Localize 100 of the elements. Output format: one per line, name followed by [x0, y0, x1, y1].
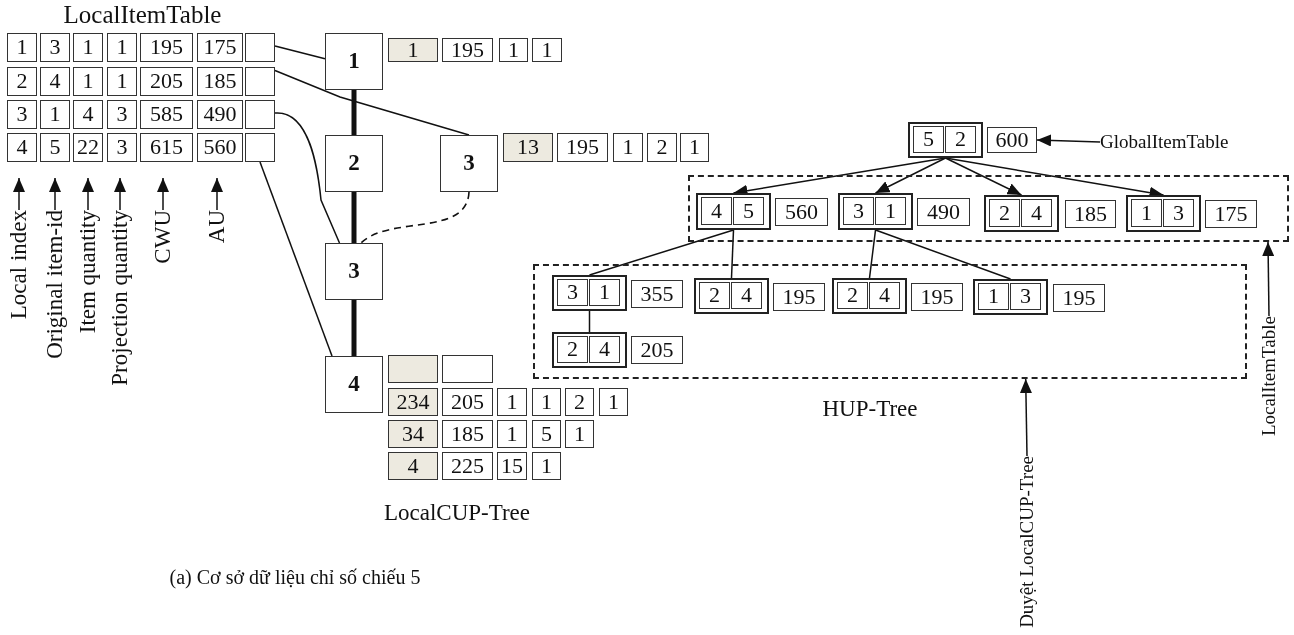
connector-line [351, 192, 357, 243]
table-cell: 4 [40, 67, 70, 96]
value-cell: 1 [497, 388, 527, 416]
table-cell: 490 [197, 100, 243, 129]
value-cell: 1 [599, 388, 628, 416]
table-cell: 1 [107, 67, 137, 96]
table-cell: 1 [73, 67, 103, 96]
item-cell: 3 [557, 279, 588, 306]
rotated-label: CWU [149, 210, 177, 264]
arrow [1019, 378, 1032, 457]
item-cell: 3 [1010, 283, 1041, 310]
item-cell: 4 [589, 336, 620, 363]
rotated-label: Local index [5, 210, 33, 320]
tree-node: 2 [325, 135, 383, 192]
item-cell: 4 [869, 282, 900, 309]
item-pair-box [984, 195, 1059, 232]
table-cell: 3 [107, 100, 137, 129]
item-pair-box [908, 122, 983, 158]
item-cell: 1 [978, 283, 1009, 310]
tree-node: 3 [440, 135, 498, 192]
connector-line [274, 69, 470, 136]
item-cell: 1 [1131, 199, 1162, 227]
item-cell: 2 [557, 336, 588, 363]
value-cell: 600 [987, 127, 1037, 153]
value-cell: 195 [557, 133, 608, 162]
connector-line [351, 90, 357, 135]
connector-line [588, 229, 735, 276]
item-cell: 2 [945, 126, 976, 153]
item-cell: 4 [1021, 199, 1052, 227]
table-title: LocalItemTable [62, 1, 223, 29]
value-cell: 15 [497, 452, 527, 480]
table-cell: 1 [7, 33, 37, 62]
tree-node: 4 [325, 356, 383, 413]
item-cell: 5 [733, 197, 764, 225]
item-cell: 3 [1163, 199, 1194, 227]
value-cell: 1 [388, 38, 438, 62]
value-cell: 195 [1053, 284, 1105, 312]
table-cell: 3 [40, 33, 70, 62]
item-pair-box [1126, 195, 1201, 232]
value-cell: 34 [388, 420, 438, 448]
value-cell: 1 [532, 388, 561, 416]
arrow [1262, 241, 1275, 317]
arrow [114, 177, 126, 211]
value-cell: 2 [565, 388, 594, 416]
table-cell: 4 [7, 133, 37, 162]
value-cell: 205 [631, 336, 683, 364]
table-cell: 5 [40, 133, 70, 162]
tree-node: 3 [325, 243, 383, 300]
table-cell: 195 [140, 33, 193, 62]
table-cell: 22 [73, 133, 103, 162]
value-cell: 2 [647, 133, 677, 162]
rotated-label: Original item-id [41, 210, 69, 359]
value-cell: 185 [442, 420, 493, 448]
table-cell: 3 [7, 100, 37, 129]
arrow [944, 157, 1023, 196]
tree-node: 1 [325, 33, 383, 90]
value-cell: 185 [1065, 200, 1116, 228]
rotated-label: Duyệt LocalCUP-Tree [1016, 456, 1038, 628]
value-cell: 13 [503, 133, 553, 162]
rotated-label: Item quantity [74, 210, 102, 334]
table-cell: 205 [140, 67, 193, 96]
rotated-label: Projection quantity [106, 210, 134, 386]
item-pair-box [696, 193, 771, 230]
arrow [82, 177, 94, 211]
item-pair-box [838, 193, 913, 230]
item-pair-box [552, 332, 627, 368]
table-cell: 185 [197, 67, 243, 96]
table-cell: 2 [7, 67, 37, 96]
arrow [13, 177, 25, 211]
rotated-label: AU [203, 210, 231, 244]
item-cell: 2 [837, 282, 868, 309]
value-cell: 195 [911, 283, 963, 311]
table-cell: 560 [197, 133, 243, 162]
dashed-group-box [688, 175, 1289, 242]
item-cell: 1 [589, 279, 620, 306]
value-cell: 5 [532, 420, 561, 448]
value-cell: 1 [565, 420, 594, 448]
table-cell: 1 [40, 100, 70, 129]
value-cell: 560 [775, 198, 828, 226]
arrow [1036, 134, 1101, 147]
value-cell: 1 [613, 133, 643, 162]
table-cell: 1 [73, 33, 103, 62]
value-cell: 1 [680, 133, 709, 162]
dashed-group-box [533, 264, 1247, 379]
arrow [49, 177, 61, 211]
value-cell: 175 [1205, 200, 1257, 228]
table-cell: 1 [107, 33, 137, 62]
item-pair-box [973, 279, 1048, 315]
arrow [874, 157, 947, 194]
value-cell: 1 [497, 420, 527, 448]
value-cell: 225 [442, 452, 493, 480]
item-pair-box [694, 278, 769, 314]
item-cell: 2 [989, 199, 1020, 227]
table-cell: 4 [73, 100, 103, 129]
connector-line [588, 310, 591, 333]
value-cell: 490 [917, 198, 970, 226]
value-cell: 1 [532, 452, 561, 480]
connector-line [868, 229, 877, 279]
item-cell: 2 [699, 282, 730, 309]
item-pair-box [552, 275, 627, 311]
